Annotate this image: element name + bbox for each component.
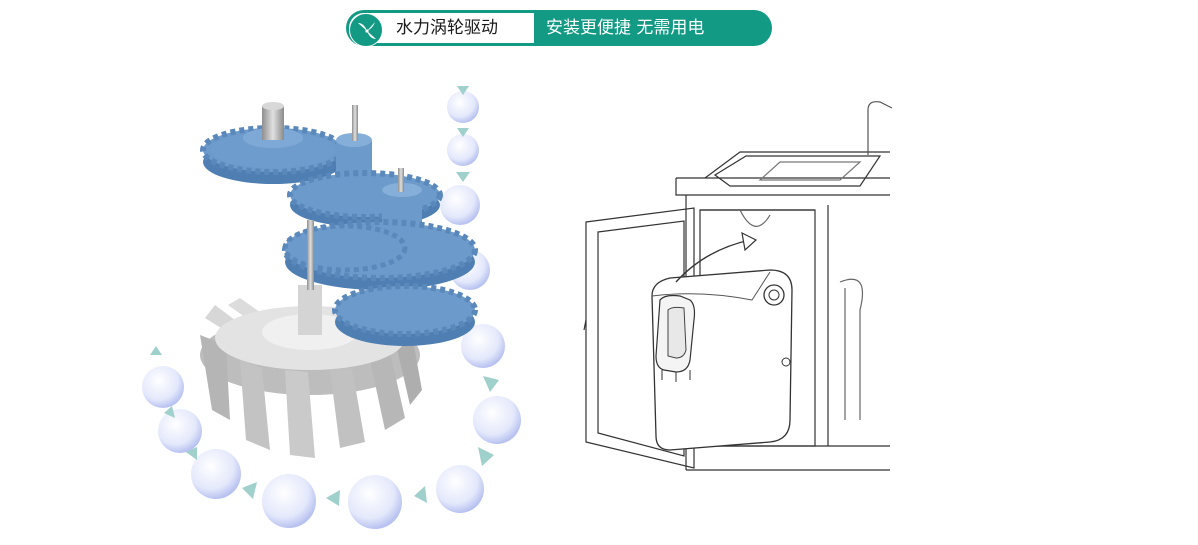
flow-bubble (447, 134, 479, 166)
flow-bubbles (142, 91, 521, 529)
flow-bubble (142, 366, 184, 408)
flow-arrow (456, 172, 470, 182)
flow-arrows (150, 86, 499, 506)
flow-bubble (461, 324, 505, 368)
flow-bubble (158, 409, 202, 453)
turbine-icon (349, 13, 383, 47)
flow-bubble (436, 465, 484, 513)
flow-arrow (150, 346, 162, 355)
flow-arrow (326, 490, 340, 506)
flow-arrow (478, 447, 494, 466)
feature-banner: 水力涡轮驱动 安装更便捷 无需用电 (346, 10, 772, 47)
flow-arrow (186, 447, 197, 460)
feature-banner-left: 水力涡轮驱动 (349, 13, 534, 47)
flow-bubble (191, 449, 241, 499)
flow-bubble (262, 474, 316, 528)
flow-bubble (447, 91, 479, 123)
feature-label-right: 安装更便捷 无需用电 (546, 18, 705, 38)
purifier-unit (651, 231, 793, 451)
flow-bubble (348, 475, 402, 529)
gear-train (200, 102, 478, 346)
flow-arrow (483, 376, 499, 392)
flow-arrow (242, 482, 257, 499)
flow-arrow (164, 406, 175, 418)
flow-bubble (440, 185, 480, 225)
flow-arrow (414, 486, 427, 503)
flow-bubble (473, 396, 521, 444)
feature-label-left: 水力涡轮驱动 (396, 18, 498, 38)
flow-arrow (457, 128, 469, 137)
flow-arrow (457, 86, 469, 95)
